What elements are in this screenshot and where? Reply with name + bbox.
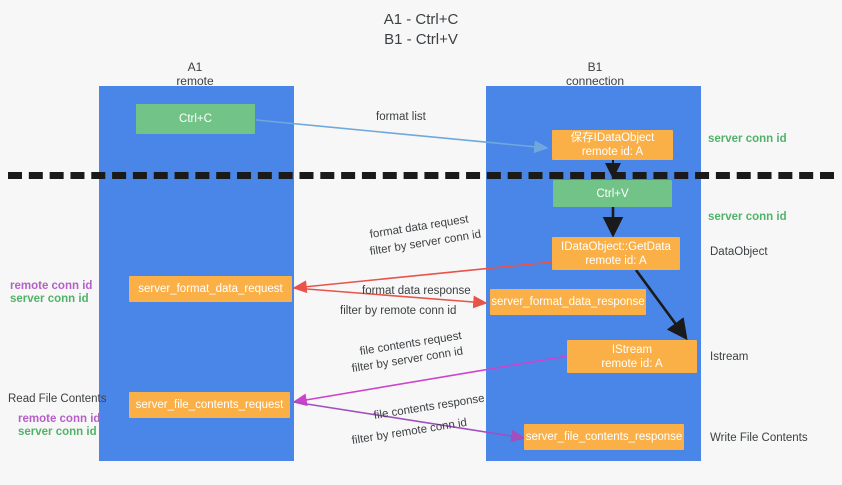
- lane-a1-sub: remote: [176, 74, 214, 88]
- lane-b1-name: B1: [587, 60, 603, 74]
- label-right-dataobject: DataObject: [710, 246, 768, 258]
- box-server-file-contents-response[interactable]: server_file_contents_response: [524, 424, 684, 450]
- filter-by-text-3: filter by: [350, 356, 393, 375]
- label-format-list: format list: [376, 111, 426, 123]
- label-left-server-conn-id-2: server conn id: [18, 426, 97, 438]
- label-left-read-file-contents: Read File Contents: [8, 393, 107, 405]
- box-server-format-data-response[interactable]: server_format_data_response: [490, 289, 646, 315]
- box-getdata-title: IDataObject::GetData: [561, 240, 671, 253]
- label-right-istream: Istream: [710, 351, 749, 363]
- page-title-line1: A1 - Ctrl+C: [383, 11, 459, 28]
- lane-a1-name: A1: [187, 60, 203, 74]
- remote-conn-id-text-1: remote conn id: [380, 305, 457, 317]
- page-title-line2: B1 - Ctrl+V: [384, 31, 458, 48]
- box-save-idataobject[interactable]: 保存IDataObject remote id: A: [552, 130, 673, 160]
- phase-divider: [8, 172, 834, 179]
- box-getdata-remote-id: remote id: A: [585, 254, 647, 267]
- label-right-server-conn-id-top: server conn id: [708, 133, 787, 145]
- label-right-server-conn-id-mid: server conn id: [708, 211, 787, 223]
- label-file-contents-response-filter: filter by remote conn id: [351, 416, 468, 449]
- box-server-file-contents-request[interactable]: server_file_contents_request: [129, 392, 290, 418]
- lane-header-a1: A1 remote: [95, 60, 295, 88]
- label-left-remote-conn-id-1: remote conn id: [10, 280, 93, 292]
- filter-by-text-1: filter by: [368, 239, 411, 258]
- filter-by-text-2: filter by: [340, 305, 381, 317]
- box-istream-remote-id: remote id: A: [601, 357, 663, 370]
- box-ctrl-v[interactable]: Ctrl+V: [553, 180, 672, 207]
- filter-by-text-4: filter by: [350, 428, 393, 447]
- box-save-idataobject-remote-id: remote id: A: [581, 146, 644, 158]
- box-ctrl-c[interactable]: Ctrl+C: [136, 104, 255, 134]
- lane-b1-sub: connection: [565, 74, 625, 88]
- lane-header-b1: B1 connection: [495, 60, 695, 88]
- label-right-write-file-contents: Write File Contents: [710, 432, 808, 444]
- remote-conn-id-text-2: remote conn id: [390, 416, 468, 441]
- label-left-server-conn-id-1: server conn id: [10, 293, 89, 305]
- box-istream[interactable]: IStream remote id: A: [567, 340, 697, 373]
- label-format-data-response: format data response: [362, 285, 471, 297]
- label-file-contents-response: file contents response: [372, 392, 486, 422]
- label-left-remote-conn-id-2: remote conn id: [18, 413, 101, 425]
- box-server-format-data-request[interactable]: server_format_data_request: [129, 276, 292, 302]
- label-format-data-response-filter: filter by remote conn id: [340, 304, 456, 319]
- box-save-idataobject-title: 保存IDataObject: [570, 132, 655, 144]
- box-getdata[interactable]: IDataObject::GetData remote id: A: [552, 237, 680, 270]
- box-istream-title: IStream: [611, 343, 653, 356]
